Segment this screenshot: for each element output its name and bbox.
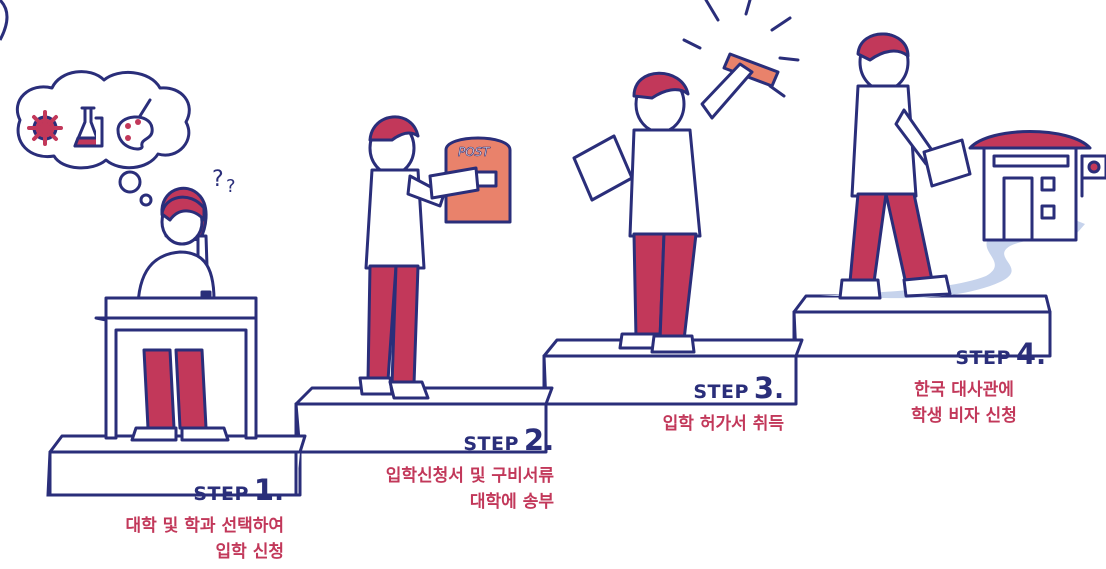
step-3-desc-line-1: 입학 허가서 취득 xyxy=(600,411,784,437)
step-4-word: STEP xyxy=(955,347,1011,369)
step-2-number: 2 xyxy=(524,423,544,457)
step-4-dot: . xyxy=(1036,341,1046,371)
step4-figure xyxy=(840,34,1106,298)
step-2-desc-line-1: 입학신청서 및 구비서류 xyxy=(318,463,554,489)
step1-figure: ? ? xyxy=(17,72,256,440)
step-1-desc-line-1: 대학 및 학과 선택하여 xyxy=(58,513,284,539)
step-1-desc-line-2: 입학 신청 xyxy=(58,539,284,565)
svg-text:?: ? xyxy=(226,176,236,197)
svg-text:?: ? xyxy=(212,167,224,192)
korea-flag-icon xyxy=(1082,156,1106,196)
step2-figure xyxy=(360,117,510,398)
step-2-dot: . xyxy=(544,427,554,457)
step-3-word: STEP xyxy=(693,381,749,403)
step-4-desc-line-1: 한국 대사관에 xyxy=(882,377,1046,403)
step-3-number: 3 xyxy=(754,371,774,405)
embassy-icon xyxy=(970,132,1090,241)
step-2-word: STEP xyxy=(463,433,519,455)
step-4-desc-line-2: 학생 비자 신청 xyxy=(882,403,1046,429)
mailbox-label: POST xyxy=(458,145,491,159)
step-4-number: 4 xyxy=(1016,337,1036,371)
gear-icon xyxy=(29,112,61,144)
step-1-word: STEP xyxy=(193,483,249,505)
step-1-dot: . xyxy=(274,477,284,507)
step-4-description: 한국 대사관에 학생 비자 신청 xyxy=(882,377,1046,429)
corner-circle xyxy=(0,0,7,40)
step-2-description: 입학신청서 및 구비서류 대학에 송부 xyxy=(318,463,554,515)
step-2-desc-line-2: 대학에 송부 xyxy=(318,489,554,515)
step-3-dot: . xyxy=(774,375,784,405)
step-1-number: 1 xyxy=(254,473,274,507)
step-3-description: 입학 허가서 취득 xyxy=(600,411,784,437)
step-1-description: 대학 및 학과 선택하여 입학 신청 xyxy=(58,513,284,565)
step3-figure xyxy=(574,0,798,352)
